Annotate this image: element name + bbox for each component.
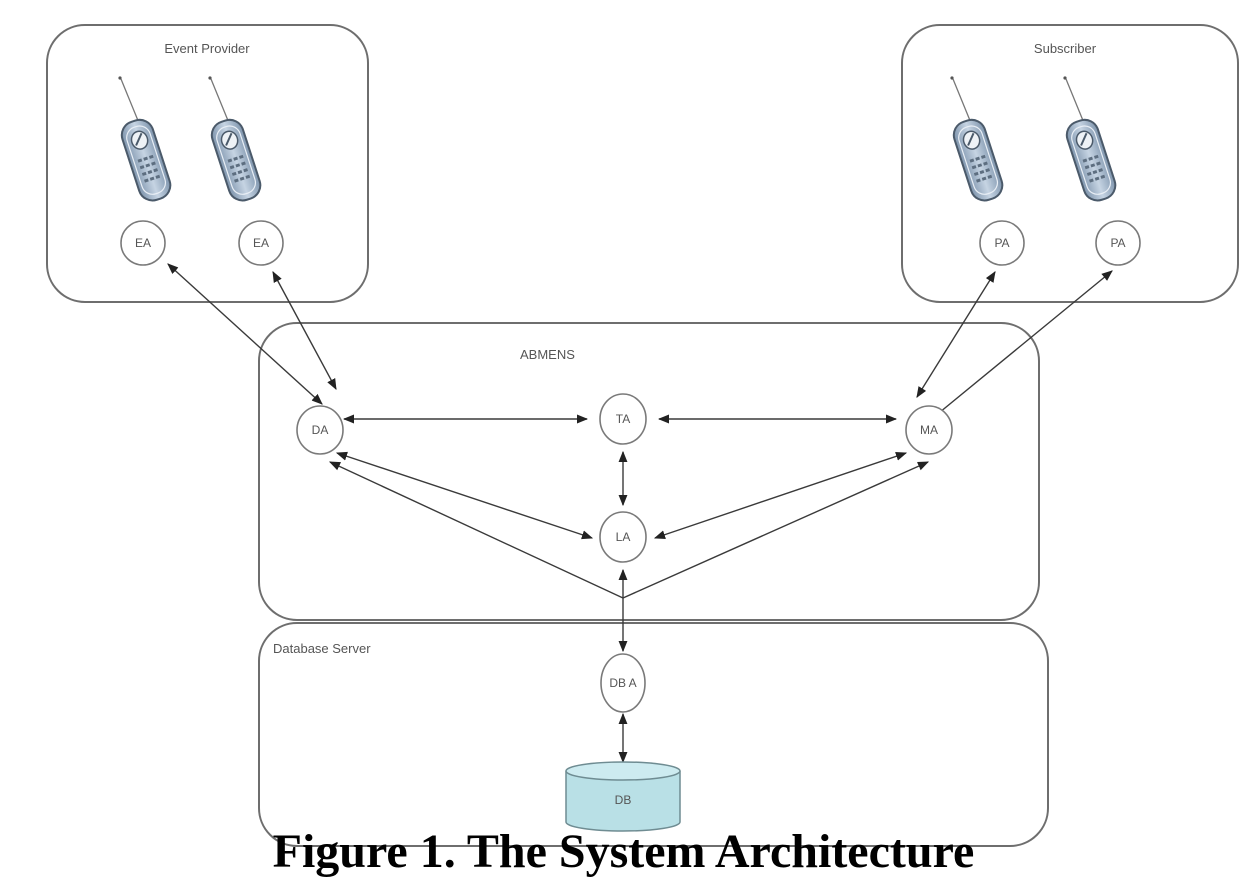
node-pa-2: PA <box>1095 220 1141 266</box>
node-label: EA <box>253 236 269 250</box>
node-ta: TA <box>599 393 647 445</box>
node-label: DB <box>615 793 632 807</box>
node-label: EA <box>135 236 151 250</box>
edge-ma-la <box>653 451 908 540</box>
node-label: DA <box>312 423 329 437</box>
edges <box>167 263 1113 764</box>
edge-da-la <box>335 451 594 540</box>
node-label: MA <box>920 423 938 437</box>
node-label: LA <box>616 530 631 544</box>
node-label: PA <box>1110 236 1125 250</box>
database-server-title: Database Server <box>273 641 371 656</box>
node-la: LA <box>599 511 647 563</box>
subscriber-title: Subscriber <box>1034 41 1097 56</box>
node-label: TA <box>616 412 630 426</box>
subscriber-group: Subscriber <box>901 24 1239 303</box>
figure-caption: Figure 1. The System Architecture <box>272 825 975 878</box>
node-label: PA <box>994 236 1009 250</box>
node-dba: DB A <box>600 653 646 713</box>
edge-ea2-da <box>272 271 337 390</box>
database-icon: DB <box>565 761 681 832</box>
event-provider-title: Event Provider <box>164 41 250 56</box>
node-ea-1: EA <box>120 220 166 266</box>
abmens-group: ABMENS <box>258 322 1040 621</box>
node-da: DA <box>296 405 344 455</box>
event-provider-group: Event Provider <box>46 24 369 303</box>
node-ma: MA <box>905 405 953 455</box>
edge-pa2-ma <box>933 270 1113 418</box>
abmens-title: ABMENS <box>520 347 575 362</box>
node-label: DB A <box>609 676 636 690</box>
edge-junction-ma <box>622 461 930 599</box>
node-ea-2: EA <box>238 220 284 266</box>
edge-junction-da <box>328 461 624 599</box>
database-server-group: Database Server <box>258 622 1049 847</box>
node-pa-1: PA <box>979 220 1025 266</box>
